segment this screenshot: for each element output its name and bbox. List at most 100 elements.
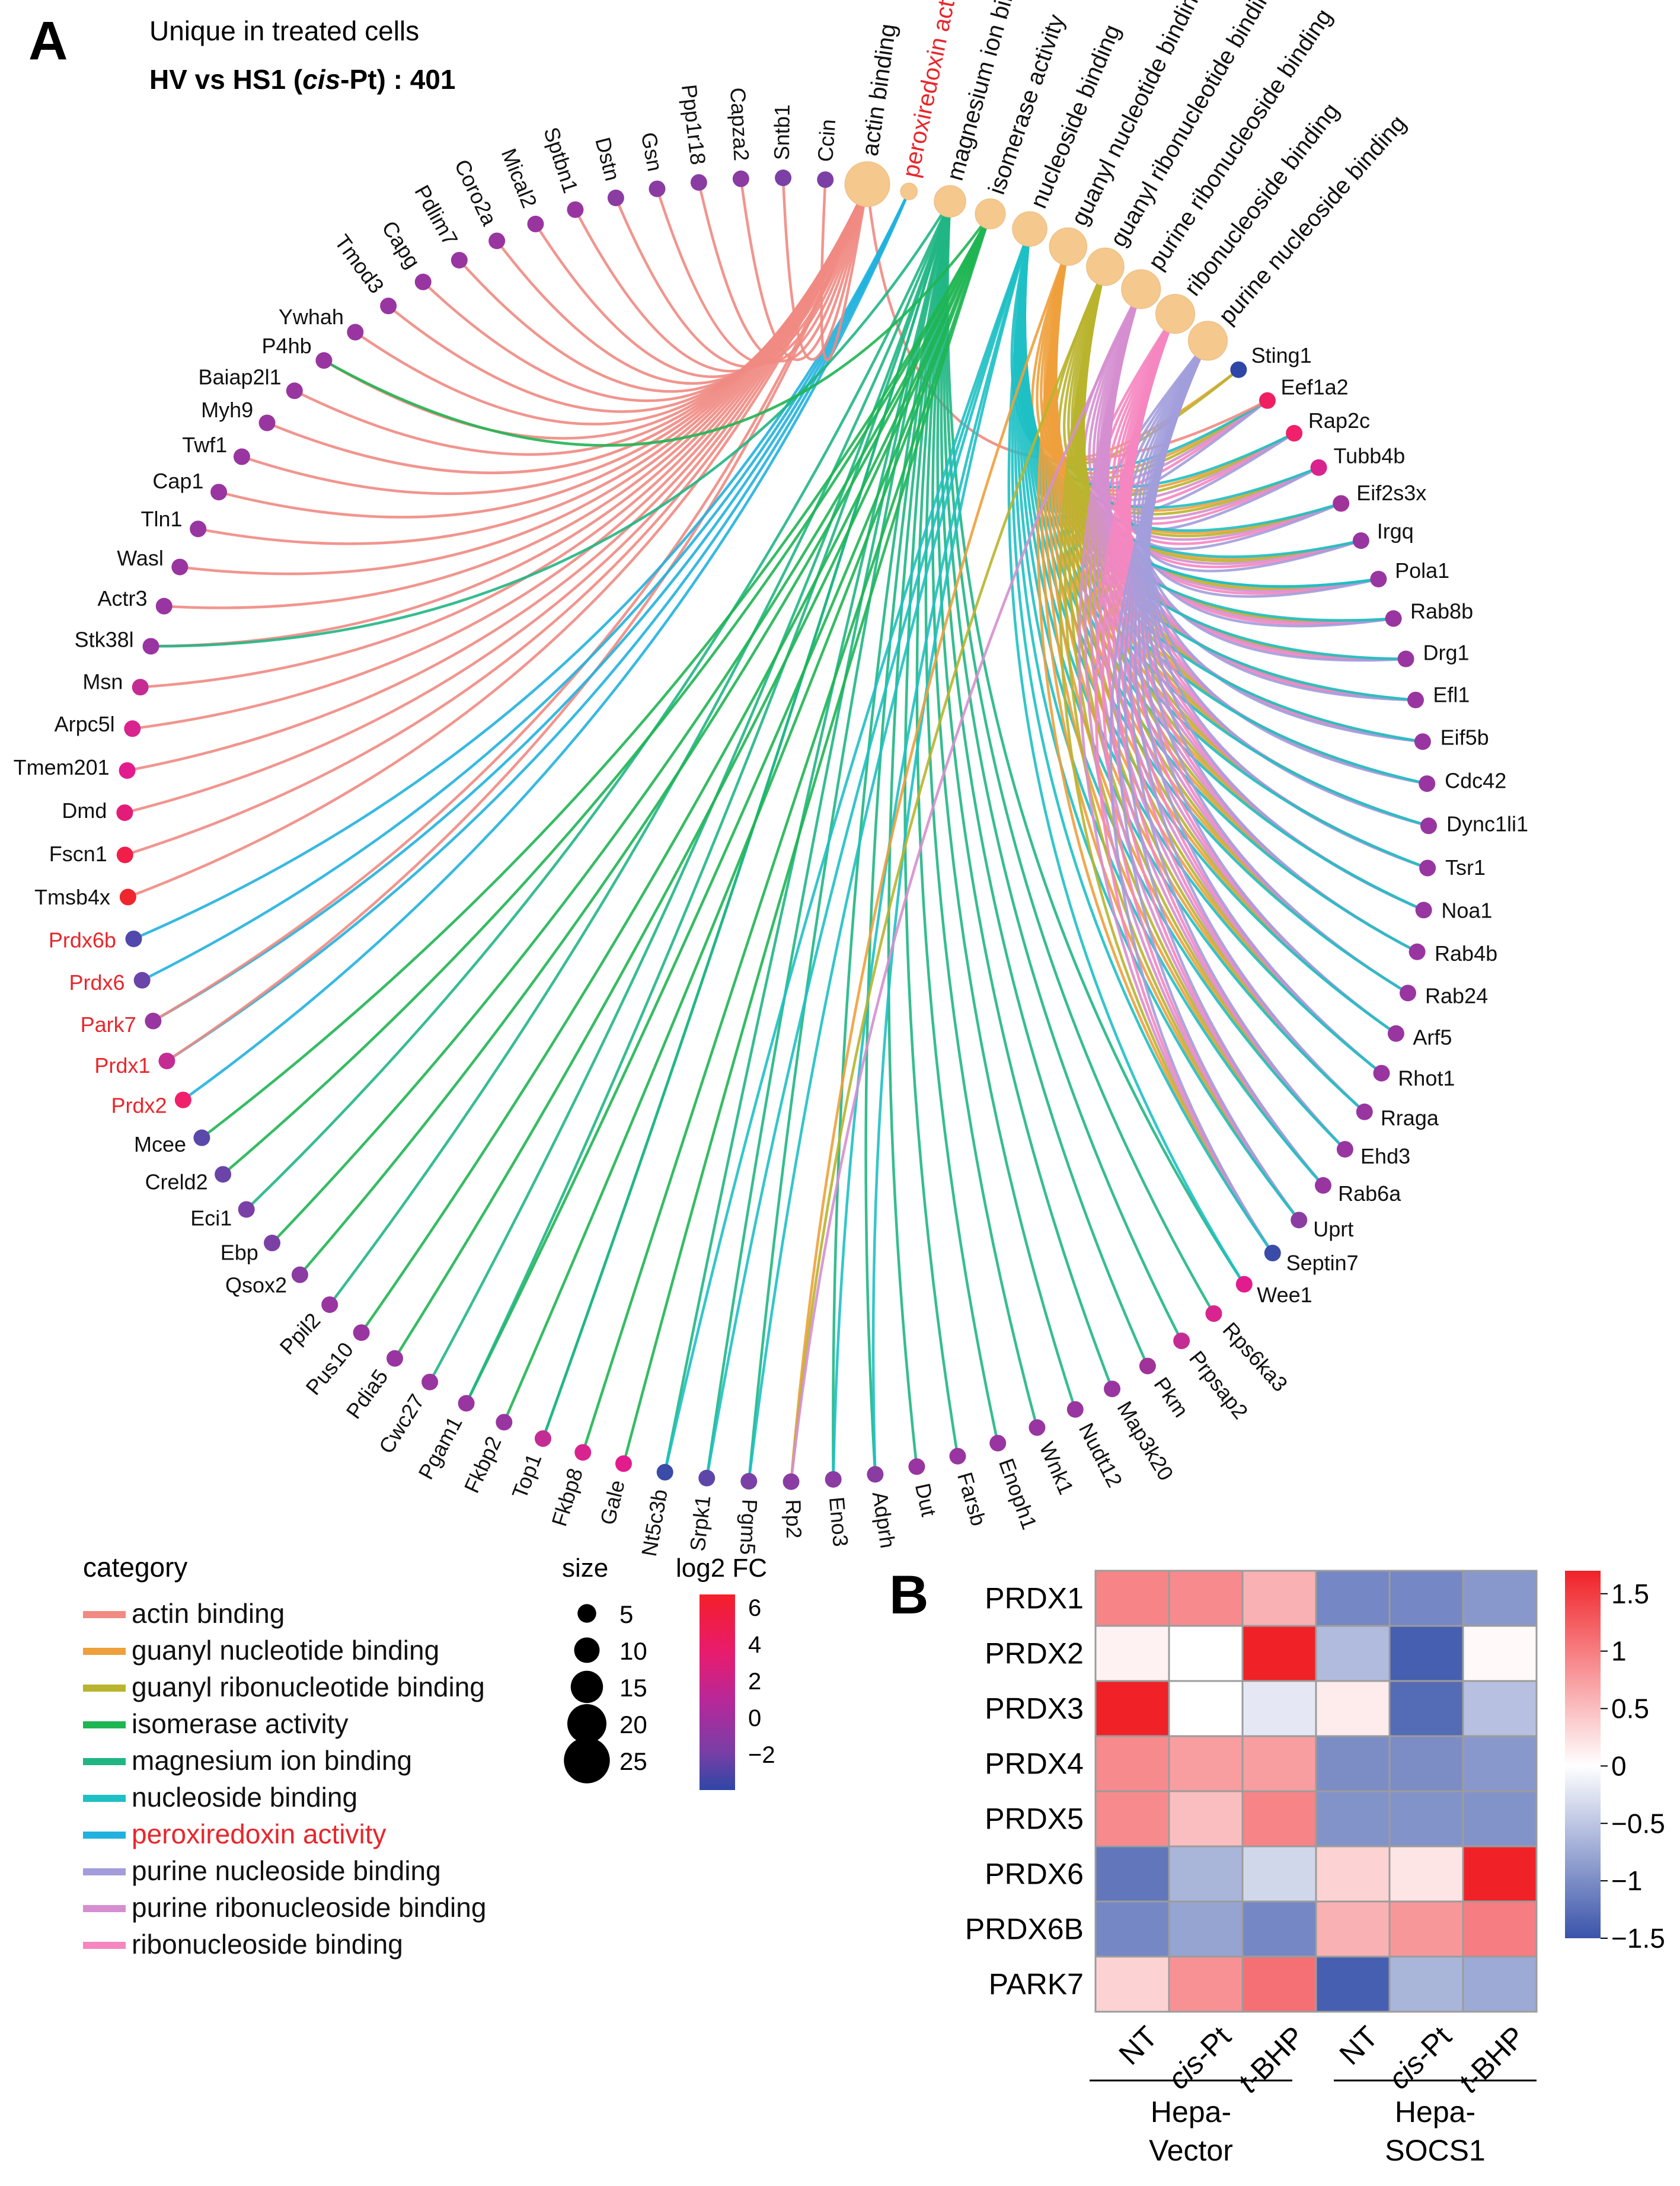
legend-swatch-guanyl-nucleotide-binding <box>83 1648 126 1655</box>
edge-septin7-purine-nucleoside-binding <box>1109 340 1274 1254</box>
gene-label-creld2: Creld2 <box>145 1170 208 1194</box>
category-node-isomerase-activity <box>975 198 1006 229</box>
heatmap: PRDX1PRDX2PRDX3PRDX4PRDX5PRDX6PRDX6BPARK… <box>965 1570 1665 2167</box>
gene-node-pgm5 <box>740 1473 758 1490</box>
gene-label-fscn1: Fscn1 <box>49 842 107 866</box>
heatmap-cell-prdx6-4 <box>1388 1845 1464 1903</box>
heatmap-col-label-5: t-BHP <box>1452 2020 1531 2099</box>
gene-label-eef1a2: Eef1a2 <box>1281 375 1349 400</box>
legend-swatch-peroxiredoxin-activity <box>83 1832 126 1839</box>
gene-node-pus10 <box>353 1324 370 1341</box>
gene-label-rraga: Rraga <box>1381 1105 1439 1130</box>
size-legend-dot-10 <box>574 1637 600 1663</box>
heatmap-cell-prdx4-0 <box>1094 1735 1170 1792</box>
category-node-guanyl-nucleotide-binding <box>1049 227 1088 266</box>
gene-node-enoph1 <box>989 1434 1007 1452</box>
gene-label-twf1: Twf1 <box>182 433 227 457</box>
edge-dstn-actin-binding <box>614 184 869 368</box>
heatmap-cell-prdx4-1 <box>1168 1735 1244 1792</box>
gene-node-capza2 <box>732 170 749 187</box>
heatmap-cell-prdx4-5 <box>1462 1735 1538 1792</box>
heatmap-cell-prdx2-3 <box>1315 1625 1391 1682</box>
gene-label-eno3: Eno3 <box>825 1496 853 1548</box>
edge-irgq-ribonucleoside-binding <box>1116 313 1362 568</box>
gene-node-actr3 <box>155 597 173 615</box>
gene-label-pkm: Pkm <box>1149 1373 1194 1422</box>
heatmap-cell-prdx1-5 <box>1462 1570 1538 1627</box>
gene-label-rhot1: Rhot1 <box>1398 1066 1455 1090</box>
gene-label-drg1: Drg1 <box>1423 640 1469 664</box>
header-line-2: HV vs HS1 (cis-Pt) : 401 <box>149 64 455 95</box>
gene-label-pgm5: Pgm5 <box>736 1498 762 1555</box>
gene-node-pgam1 <box>458 1395 475 1412</box>
gene-label-mical2: Mical2 <box>497 145 542 212</box>
gene-label-ebp: Ebp <box>221 1241 258 1265</box>
edge-p4hb-isomerase-activity <box>323 213 992 447</box>
gene-label-rab4b: Rab4b <box>1435 941 1497 966</box>
legend-label-nucleoside-binding: nucleoside binding <box>132 1782 357 1813</box>
gene-node-msn <box>132 679 149 696</box>
edge-gsn-actin-binding <box>656 184 869 365</box>
gene-label-tubb4b: Tubb4b <box>1334 444 1406 468</box>
edge-tmod3-actin-binding <box>387 183 869 413</box>
gene-label-tln1: Tln1 <box>141 507 183 531</box>
gene-label-cwc27: Cwc27 <box>374 1390 429 1458</box>
legend-swatch-guanyl-ribonucleotide-binding <box>83 1685 126 1692</box>
gene-node-park7 <box>145 1012 162 1030</box>
gene-label-sntb1: Sntb1 <box>769 104 794 161</box>
gene-node-eif5b <box>1414 733 1431 750</box>
gene-node-srpk1 <box>698 1469 716 1487</box>
edge-eif2s3x-purine-ribonucleoside-binding <box>1092 288 1342 541</box>
category-node-purine-nucleoside-binding <box>1187 321 1228 361</box>
group-label-1-line2: SOCS1 <box>1385 2134 1486 2167</box>
gene-label-arf5: Arf5 <box>1413 1025 1452 1050</box>
gene-node-myh9 <box>258 414 276 432</box>
fc-colorbar <box>700 1594 735 1790</box>
edge-pus10-isomerase-activity <box>360 213 992 1334</box>
heatmap-row-label-prdx6: PRDX6 <box>985 1858 1084 1891</box>
gene-label-capg: Capg <box>377 216 425 273</box>
fc-tick-label-3: 0 <box>748 1705 761 1731</box>
gene-node-p4hb <box>315 352 333 369</box>
edge-pkm-magnesium-ion-binding <box>940 201 1149 1367</box>
heatmap-colorbar <box>1565 1571 1601 1938</box>
heatmap-cell-prdx1-2 <box>1241 1570 1317 1627</box>
gene-label-tsr1: Tsr1 <box>1445 855 1486 880</box>
category-node-magnesium-ion-binding <box>934 185 966 218</box>
edge-rps6ka3-magnesium-ion-binding <box>944 201 1215 1315</box>
category-node-purine-ribonucleoside-binding <box>1121 269 1161 309</box>
edge-rp2-guanyl-ribonucleotide-binding <box>790 266 1107 1482</box>
gene-node-arpc5l <box>124 720 141 737</box>
gene-node-fscn1 <box>116 846 133 864</box>
gene-node-efl1 <box>1407 691 1424 708</box>
gene-label-capza2: Capza2 <box>726 87 754 162</box>
gene-label-mcee: Mcee <box>134 1132 186 1156</box>
gene-node-sting1 <box>1230 361 1247 378</box>
gene-node-rps6ka3 <box>1205 1305 1222 1322</box>
gene-label-pgam1: Pgam1 <box>413 1412 467 1484</box>
heatmap-cell-prdx6b-1 <box>1168 1900 1244 1958</box>
edge-pdia5-isomerase-activity <box>394 213 992 1359</box>
gene-node-gsn <box>649 180 666 197</box>
heatmap-cell-prdx6b-2 <box>1241 1900 1317 1958</box>
heatmap-row-label-prdx1: PRDX1 <box>985 1582 1084 1615</box>
gene-node-coro2a <box>488 232 506 250</box>
gene-node-rhot1 <box>1373 1065 1390 1082</box>
size-legend-label-25: 25 <box>619 1747 647 1775</box>
heatmap-cell-prdx6-0 <box>1094 1845 1170 1903</box>
edge-srpk1-magnesium-ion-binding <box>705 201 951 1479</box>
gene-label-cap1: Cap1 <box>152 469 203 493</box>
gene-node-nt5c3b <box>656 1463 673 1481</box>
heatmap-row-label-prdx3: PRDX3 <box>985 1692 1084 1725</box>
heatmap-row-label-prdx4: PRDX4 <box>985 1747 1084 1781</box>
edge-efl1-purine-nucleoside-binding <box>1145 340 1416 702</box>
edge-wee1-magnesium-ion-binding <box>946 201 1245 1285</box>
gene-node-tmsb4x <box>119 889 136 906</box>
header-line-2-suffix: -Pt) : 401 <box>340 64 455 95</box>
gene-node-wasl <box>171 558 189 576</box>
gene-node-ehd3 <box>1336 1140 1353 1158</box>
gene-label-cdc42: Cdc42 <box>1445 768 1506 792</box>
heatmap-cell-prdx1-4 <box>1388 1570 1464 1627</box>
